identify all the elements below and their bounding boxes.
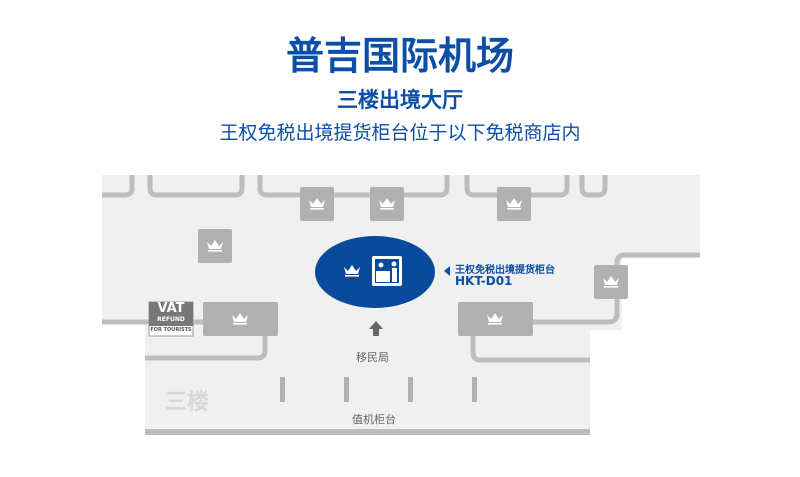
immigration-label: 移民局	[356, 351, 389, 364]
pickup-counter-marker[interactable]	[315, 236, 435, 308]
arrow-up-icon	[369, 321, 383, 336]
pointer-icon	[444, 266, 450, 276]
vat-refund-badge	[148, 301, 194, 337]
duty-free-shop[interactable]	[300, 187, 334, 221]
counter-service-icon	[372, 256, 402, 286]
vat-tourists-label: FOR TOURISTS	[150, 327, 192, 333]
duty-free-shop[interactable]	[594, 265, 628, 299]
floor-label: 三楼	[165, 390, 210, 415]
duty-free-shop[interactable]	[458, 302, 533, 336]
checkin-label: 值机柜台	[352, 413, 396, 426]
page-description: 王权免税出境提货柜台位于以下免税商店内	[219, 122, 581, 144]
page-title: 普吉国际机场	[285, 34, 514, 78]
vat-refund-label: REFUND	[157, 316, 185, 323]
vat-label: VAT	[157, 301, 185, 316]
floor-area	[102, 175, 700, 435]
duty-free-shop[interactable]	[497, 187, 531, 221]
duty-free-shop[interactable]	[198, 229, 232, 263]
checkin-counters	[280, 377, 477, 402]
page-subtitle: 三楼出境大厅	[337, 88, 463, 112]
duty-free-shop[interactable]	[370, 187, 404, 221]
callout-code: HKT-D01	[455, 274, 513, 288]
callout-name: 王权免税出境提货柜台	[455, 265, 555, 276]
duty-free-shop[interactable]	[203, 302, 278, 336]
